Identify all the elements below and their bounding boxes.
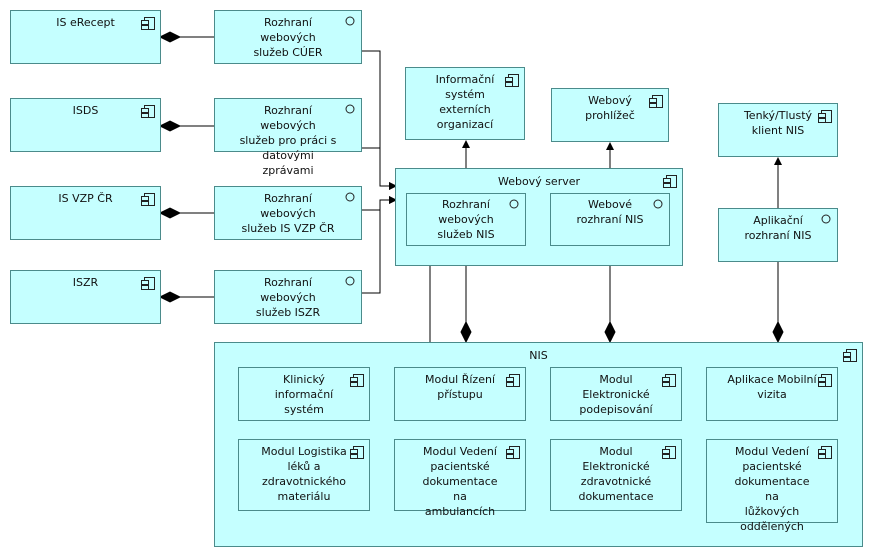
interface-icon	[509, 199, 519, 209]
diamond-vzp	[158, 207, 182, 219]
component-icon	[141, 17, 155, 30]
diamond-iszr	[158, 291, 182, 303]
interface-icon	[653, 199, 663, 209]
component-klinicky-is[interactable]: Klinický informační systém	[238, 367, 370, 421]
label: Aplikace Mobilní vizita	[727, 373, 817, 401]
label: Modul Elektronické podepisování	[579, 373, 653, 416]
label: Rozhraní webových služeb ISZR	[255, 276, 321, 319]
interface-aplikacni-rozhrani-nis[interactable]: Aplikační rozhraní NIS	[718, 208, 838, 262]
component-icon	[818, 374, 832, 387]
component-icon	[649, 95, 663, 108]
component-icon	[818, 110, 832, 123]
interface-icon	[345, 104, 355, 114]
component-icon	[141, 193, 155, 206]
access-vzp-web	[362, 196, 397, 211]
component-is-vzp[interactable]: IS VZP ČR	[10, 186, 161, 240]
component-modul-el-podepisovani[interactable]: Modul Elektronické podepisování	[550, 367, 682, 421]
component-modul-rizeni-pristupu[interactable]: Modul Řízení přístupu	[394, 367, 526, 421]
interface-rw-nis[interactable]: Rozhraní webových služeb NIS	[406, 193, 526, 246]
access-ds-web	[362, 147, 397, 190]
component-icon	[505, 74, 519, 87]
component-is-externich-organizaci[interactable]: Informační systém externích organizací	[405, 67, 525, 140]
diamond-erecept	[158, 31, 182, 43]
label: Klinický informační systém	[274, 373, 334, 416]
component-mobilni-vizita[interactable]: Aplikace Mobilní vizita	[706, 367, 838, 421]
component-webovy-prohlizec[interactable]: Webový prohlížeč	[551, 88, 669, 142]
label: Webový server	[497, 175, 581, 188]
label: Rozhraní webových služeb CÚER	[253, 16, 323, 59]
label: Modul Vedení pacientské dokumentace na l…	[734, 445, 810, 533]
label: Rozhraní webových služeb NIS	[437, 198, 495, 241]
label: IS eRecept	[56, 16, 115, 29]
component-icon	[662, 374, 676, 387]
interface-icon	[345, 192, 355, 202]
label: ISZR	[72, 276, 99, 289]
interface-webove-rozhrani-nis[interactable]: Webové rozhraní NIS	[550, 193, 670, 246]
component-icon	[141, 277, 155, 290]
label: Aplikační rozhraní NIS	[744, 214, 812, 242]
diamond-nis-web	[604, 320, 616, 344]
component-icon	[843, 349, 857, 362]
component-icon	[506, 374, 520, 387]
label: Modul Vedení pacientské dokumentace na a…	[422, 445, 498, 518]
component-icon	[506, 446, 520, 459]
label: Modul Logistika léků a zdravotnického ma…	[261, 445, 347, 503]
label: ISDS	[72, 104, 99, 117]
component-modul-luzka[interactable]: Modul Vedení pacientské dokumentace na l…	[706, 439, 838, 533]
label: Modul Řízení přístupu	[425, 373, 495, 401]
label: Tenký/Tlustý klient NIS	[743, 109, 813, 137]
component-icon	[662, 446, 676, 459]
component-icon	[141, 105, 155, 118]
interface-rw-ds[interactable]: Rozhraní webových služeb pro práci s dat…	[214, 98, 362, 177]
access-iszr-web	[362, 196, 397, 294]
component-iszr[interactable]: ISZR	[10, 270, 161, 324]
label: Webové rozhraní NIS	[576, 198, 644, 226]
interface-rw-vzp[interactable]: Rozhraní webových služeb IS VZP ČR	[214, 186, 362, 240]
label: NIS	[529, 349, 548, 362]
component-modul-ambulance[interactable]: Modul Vedení pacientské dokumentace na a…	[394, 439, 526, 518]
label: Modul Elektronické zdravotnické dokument…	[578, 445, 654, 503]
interface-icon	[821, 214, 831, 224]
component-isds[interactable]: ISDS	[10, 98, 161, 152]
component-klient-nis[interactable]: Tenký/Tlustý klient NIS	[718, 103, 838, 157]
label: IS VZP ČR	[58, 192, 113, 205]
interface-icon	[345, 16, 355, 26]
component-icon	[818, 446, 832, 459]
label: Webový prohlížeč	[585, 94, 635, 122]
component-icon	[350, 446, 364, 459]
interface-rw-iszr[interactable]: Rozhraní webových služeb ISZR	[214, 270, 362, 324]
access-cuer-web	[362, 50, 397, 190]
diamond-nis-app	[772, 320, 784, 344]
component-is-erecept[interactable]: IS eRecept	[10, 10, 161, 64]
component-icon	[350, 374, 364, 387]
component-modul-ezd[interactable]: Modul Elektronické zdravotnické dokument…	[550, 439, 682, 511]
label: Rozhraní webových služeb pro práci s dat…	[239, 104, 337, 177]
component-modul-logistika[interactable]: Modul Logistika léků a zdravotnického ma…	[238, 439, 370, 511]
interface-rw-cuer[interactable]: Rozhraní webových služeb CÚER	[214, 10, 362, 64]
label: Rozhraní webových služeb IS VZP ČR	[241, 192, 335, 235]
label: Informační systém externích organizací	[435, 73, 495, 131]
diamond-isds	[158, 120, 182, 132]
interface-icon	[345, 276, 355, 286]
diamond-nis-rw	[460, 320, 472, 344]
component-icon	[663, 175, 677, 188]
